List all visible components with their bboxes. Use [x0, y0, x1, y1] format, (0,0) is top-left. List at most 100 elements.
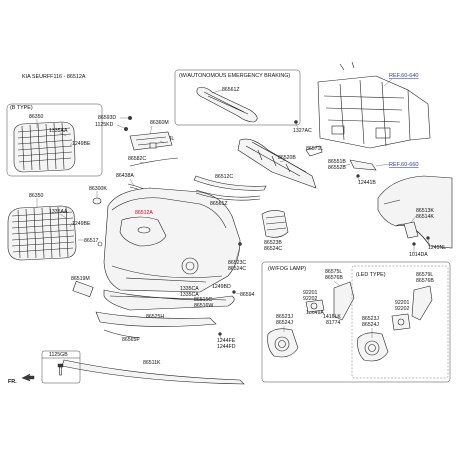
- trim-86565f: [103, 329, 141, 339]
- label-1335aa-b[interactable]: 1335AA: [49, 209, 68, 215]
- fender: [377, 175, 453, 249]
- label-92202-b[interactable]: 92202: [395, 306, 410, 312]
- label-86552b[interactable]: 86552B: [328, 165, 346, 171]
- label-86360m[interactable]: 86360M: [150, 120, 169, 126]
- led-type-label: (LED TYPE): [356, 272, 386, 278]
- strip-86511k: [61, 359, 245, 385]
- bolt-box-frame: [41, 350, 81, 384]
- label-86576b-b[interactable]: 86576B: [416, 278, 434, 284]
- grille-main: [7, 205, 77, 261]
- label-86551b[interactable]: 86551B: [328, 159, 346, 165]
- label-86520b[interactable]: 86520B: [278, 155, 296, 161]
- label-1244fd[interactable]: 1244FD: [217, 344, 236, 350]
- label-86350-a[interactable]: 86350: [29, 114, 44, 120]
- autonomous-label: (W/AUTONOMOUS EMERGENCY BRAKING): [179, 73, 290, 79]
- label-86438a[interactable]: 86438A: [116, 173, 134, 179]
- fog-lamp-label: (W/FOG LAMP): [268, 266, 306, 272]
- side-grille-86523b: [261, 210, 289, 238]
- label-1416lk[interactable]: 1416LK: [323, 314, 341, 320]
- label-86512c[interactable]: 86512C: [215, 174, 233, 180]
- fr-label: FR.: [8, 379, 17, 385]
- strip-86512c: [193, 175, 267, 191]
- strip-86582c: [129, 157, 179, 167]
- label-1249bd[interactable]: 1249BD: [212, 284, 231, 290]
- label-86516w[interactable]: 86516W: [194, 303, 213, 309]
- bracket-86551b: [349, 159, 377, 171]
- fog-lamp-assembly: [305, 299, 325, 313]
- led-type-frame: [351, 265, 449, 379]
- label-86524j-b[interactable]: 86524J: [362, 322, 379, 328]
- fog-lamp-frame: [261, 261, 451, 383]
- label-86300k[interactable]: 86300K: [89, 186, 107, 192]
- skid-plate-86525h: [95, 311, 217, 327]
- grille-b-type: [13, 121, 76, 173]
- bolt-icon: [57, 363, 64, 376]
- label-86565f[interactable]: 86565F: [122, 337, 140, 343]
- label-86523b[interactable]: 86523B: [264, 240, 282, 246]
- absorber-86520b: [237, 138, 317, 189]
- label-86513k[interactable]: 86513K: [416, 208, 434, 214]
- label-86523c[interactable]: 86523C: [228, 260, 246, 266]
- label-86512a[interactable]: 86512A: [135, 210, 153, 216]
- label-86524c-b[interactable]: 86524C: [228, 266, 246, 272]
- plate-86519m: [72, 280, 94, 298]
- label-1249nl[interactable]: 1249NL: [428, 245, 446, 251]
- label-12441b[interactable]: 12441B: [358, 180, 376, 186]
- label-86524c-a[interactable]: 86524C: [264, 246, 282, 252]
- label-1125gb[interactable]: 1125GB: [49, 352, 68, 358]
- b-type-frame: [6, 103, 103, 177]
- diagram-title: KIA SEURFF116 - 86512A: [22, 74, 86, 80]
- label-86525h[interactable]: 86525H: [146, 314, 164, 320]
- led-bracket-86579l: [411, 285, 433, 321]
- label-1335ca-a[interactable]: 1335CA: [180, 286, 199, 292]
- label-92202-a[interactable]: 92202: [303, 296, 318, 302]
- emblem-86300k: [92, 197, 102, 205]
- label-1327ac[interactable]: 1327AC: [293, 128, 312, 134]
- fastener-86517: [97, 241, 103, 247]
- lower-bumper: [103, 289, 235, 311]
- label-1249be-b[interactable]: 1249BE: [72, 221, 91, 227]
- label-86579l[interactable]: 86579L: [416, 272, 433, 278]
- label-86576b-a[interactable]: 86576B: [325, 275, 343, 281]
- label-81774[interactable]: 81774: [326, 320, 341, 326]
- label-86350-b[interactable]: 86350: [29, 193, 44, 199]
- led-lamp-assembly: [391, 313, 411, 331]
- bracket-86571l: [305, 145, 323, 157]
- b-type-label: (B TYPE): [10, 105, 33, 111]
- autonomous-frame: [174, 69, 301, 126]
- label-86519m[interactable]: 86519M: [71, 276, 90, 282]
- label-1125kd[interactable]: 1125KD: [95, 122, 114, 128]
- label-86515c[interactable]: 86515C: [194, 297, 212, 303]
- bracket-86513k: [403, 221, 419, 239]
- ref-60-640[interactable]: REF.60-640: [389, 73, 419, 79]
- label-1335aa-a[interactable]: 1335AA: [49, 128, 68, 134]
- label-1249be-a[interactable]: 1249BE: [72, 141, 91, 147]
- label-86511k[interactable]: 86511K: [143, 360, 161, 366]
- label-86582c[interactable]: 86582C: [128, 156, 146, 162]
- label-86575l[interactable]: 86575L: [325, 269, 342, 275]
- fr-arrow-icon: [21, 373, 35, 382]
- front-bumper-cover: [103, 187, 241, 293]
- label-86514k[interactable]: 86514K: [416, 214, 434, 220]
- label-86523j-a[interactable]: 86523J: [276, 314, 293, 320]
- trim-86561z: [195, 189, 261, 198]
- ref-60-660[interactable]: REF.60-660: [389, 162, 419, 168]
- label-1335ca-b[interactable]: 1335CA: [180, 292, 199, 298]
- label-86571l[interactable]: 86571L: [306, 146, 323, 152]
- label-86517[interactable]: 86517: [84, 238, 99, 244]
- label-86594[interactable]: 86594: [240, 292, 255, 298]
- label-92201-a[interactable]: 92201: [303, 290, 318, 296]
- fog-cover-b: [357, 332, 389, 362]
- fog-cover-a: [267, 328, 299, 358]
- label-1014da[interactable]: 1014DA: [409, 252, 428, 258]
- label-18649a[interactable]: 18649A: [306, 310, 324, 316]
- label-92201-b[interactable]: 92201: [395, 300, 410, 306]
- label-86593d[interactable]: 86593D: [98, 115, 116, 121]
- label-86523j-b[interactable]: 86523J: [362, 316, 379, 322]
- body-structure: [317, 61, 431, 149]
- label-86524j-a[interactable]: 86524J: [276, 320, 293, 326]
- label-86561z-lower[interactable]: 86561Z: [210, 201, 228, 207]
- label-86561z-aeb[interactable]: 86561Z: [222, 87, 240, 93]
- label-1244fe[interactable]: 1244FE: [217, 338, 236, 344]
